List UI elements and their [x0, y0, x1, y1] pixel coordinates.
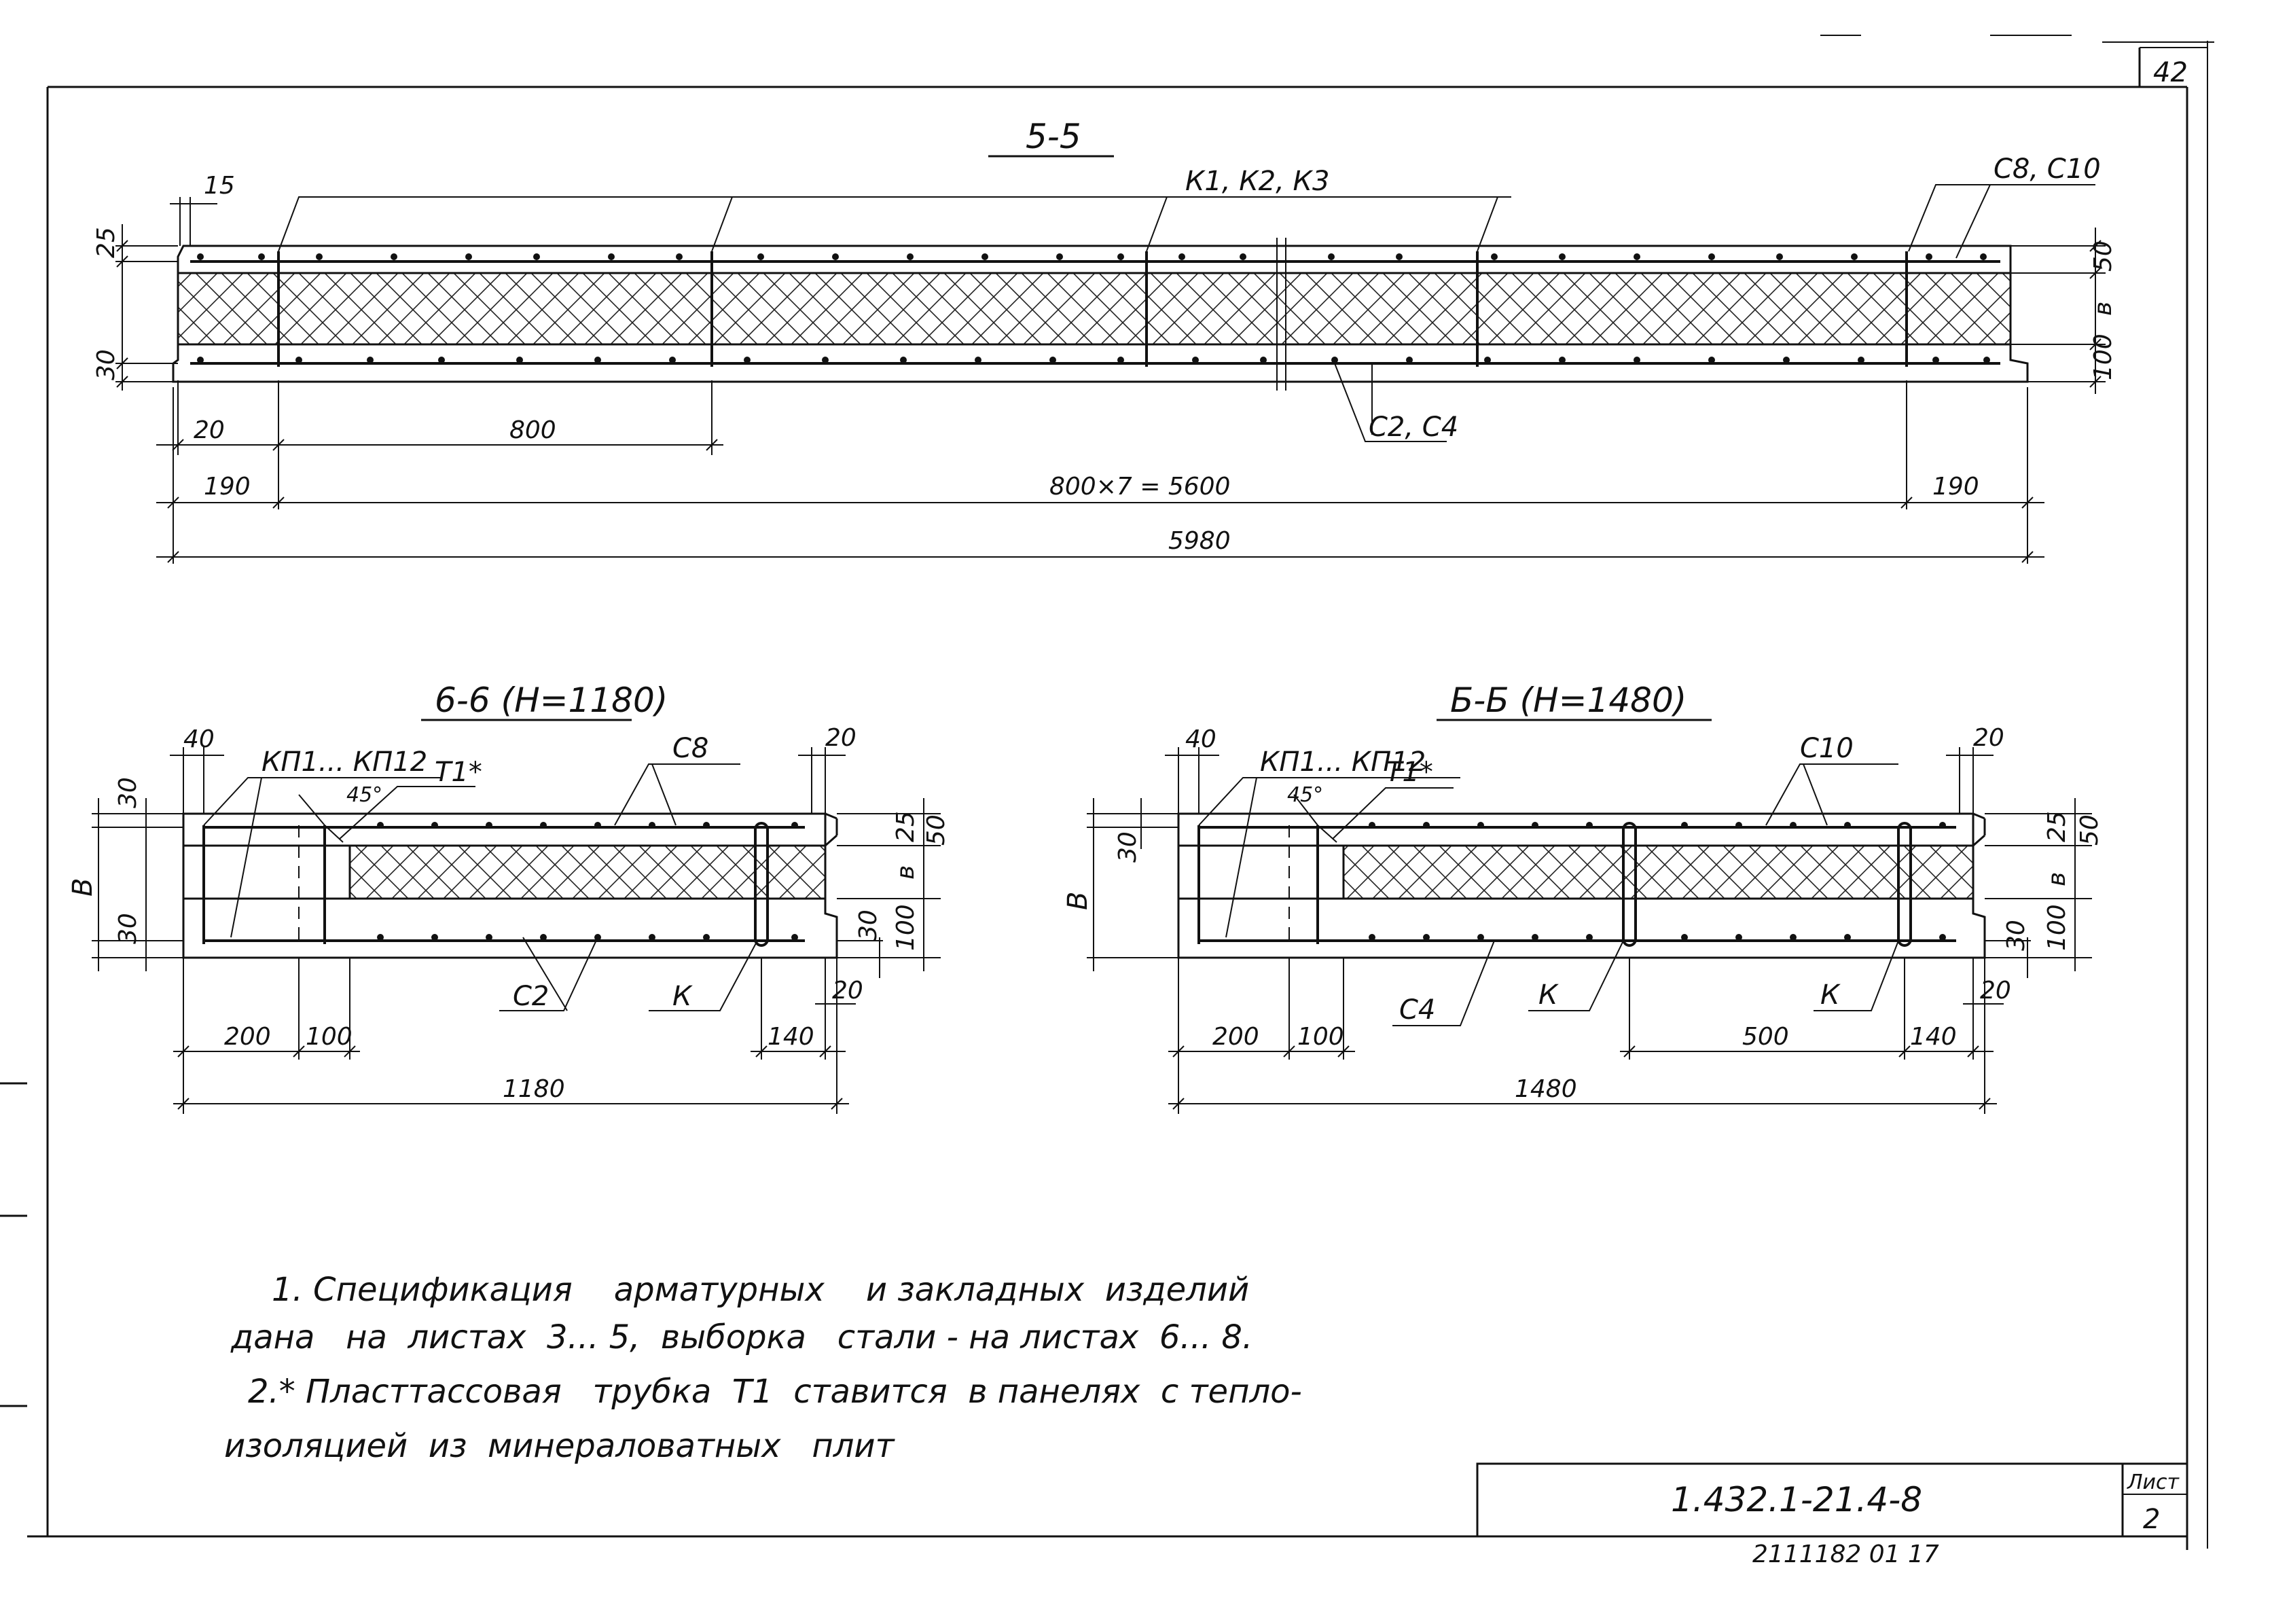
drawing-code: 1.432.1-21.4-8	[1671, 1480, 1922, 1519]
right-label-angle: 45°	[1287, 783, 1323, 807]
section-6-6-right-title: Б-Б (Н=1480)	[1450, 681, 1687, 720]
note-line-4: изоляцией из минераловатных плит	[224, 1427, 896, 1465]
section-6-6-left: 6-6 (Н=1180)	[67, 681, 950, 1114]
left-label-c8: С8	[672, 733, 708, 764]
left-dim-40: 40	[183, 725, 215, 753]
left-dim-30-bot: 30	[114, 913, 142, 944]
sheet-label: Лист	[2127, 1470, 2180, 1494]
right-label-t1: Т1*	[1386, 757, 1433, 788]
label-c8-c10: С8, С10	[1994, 154, 2101, 185]
note-line-2: дана на листах 3... 5, выборка стали - н…	[230, 1318, 1252, 1356]
right-dim-50: 50	[2076, 814, 2104, 846]
left-label-c2: С2	[513, 981, 549, 1012]
right-dim-40: 40	[1185, 725, 1216, 753]
left-dim-25: 25	[892, 811, 920, 842]
rebar-dots-bottom	[197, 357, 1990, 363]
dim-5600: 800×7 = 5600	[1049, 473, 1230, 501]
right-dims	[1087, 747, 2092, 1114]
right-dim-100: 100	[2043, 904, 2071, 951]
right-label-k1: К	[1538, 979, 1559, 1011]
left-dims	[92, 747, 941, 1114]
section-5-5-dims	[115, 197, 2106, 564]
left-dim-20-bot: 20	[832, 977, 863, 1005]
right-label-k2: К	[1820, 979, 1841, 1011]
right-dim-B: В	[1062, 892, 1094, 910]
right-label-kp: КП1... КП12	[1260, 746, 1426, 778]
dim-5980: 5980	[1168, 527, 1231, 555]
left-dim-30-r: 30	[854, 909, 882, 941]
dim-50: 50	[2089, 240, 2117, 272]
note-line-1: 1. Спецификация арматурных и закладных и…	[272, 1271, 1249, 1309]
dim-100: 100	[2089, 333, 2117, 380]
section-6-6-right: Б-Б (Н=1480)	[1062, 681, 2104, 1114]
right-leaders	[1198, 763, 1899, 1026]
rebar-lines	[190, 251, 2000, 367]
right-dim-30-r: 30	[2002, 920, 2030, 951]
right-dim-30: 30	[1114, 831, 1142, 863]
section-5-5-leaders	[278, 184, 2095, 442]
right-dim-25: 25	[2043, 811, 2071, 842]
insulation-left	[348, 844, 827, 900]
left-leaders	[203, 763, 758, 1011]
page-number: 42	[2153, 57, 2188, 88]
dim-20: 20	[194, 416, 225, 444]
rebar-dots-top	[197, 253, 1987, 260]
right-dim-v: в	[2043, 872, 2071, 886]
left-dim-30-top: 30	[114, 777, 142, 808]
label-k1-k2-k3: К1, К2, К3	[1185, 166, 1329, 197]
right-dim-200: 200	[1212, 1023, 1259, 1051]
dim-25: 25	[92, 227, 120, 258]
left-dim-v: в	[892, 865, 920, 880]
right-dim-140: 140	[1910, 1023, 1957, 1051]
left-dim-1180: 1180	[503, 1075, 565, 1103]
right-dim-20-top: 20	[1973, 724, 2004, 752]
right-dim-100-b: 100	[1297, 1023, 1344, 1051]
left-dim-B: В	[67, 878, 98, 897]
dim-190-left: 190	[204, 473, 251, 501]
note-line-3: 2.* Пласттассовая трубка Т1 ставится в п…	[248, 1373, 1302, 1411]
dim-190-right: 190	[1932, 473, 1979, 501]
insulation-layer	[177, 272, 2012, 346]
label-c2-c4: С2, С4	[1369, 412, 1458, 443]
left-dim-50: 50	[922, 814, 950, 846]
right-dim-500: 500	[1742, 1023, 1789, 1051]
section-5-5: 5-5	[92, 117, 2117, 564]
left-dim-100-b: 100	[306, 1023, 353, 1051]
dim-30: 30	[92, 349, 120, 380]
footer-stamp: 2111182 01 17	[1752, 1540, 1939, 1568]
left-dim-20-top: 20	[825, 724, 856, 752]
right-label-c4: С4	[1399, 994, 1435, 1026]
right-dim-1480: 1480	[1515, 1075, 1577, 1103]
left-dim-140: 140	[768, 1023, 814, 1051]
left-dim-100: 100	[892, 904, 920, 951]
left-rebar-dots	[377, 822, 798, 941]
dim-v: в	[2089, 302, 2117, 316]
section-5-5-title: 5-5	[1026, 117, 1081, 156]
sheet-frame	[0, 35, 2214, 1550]
left-label-k: К	[672, 981, 693, 1012]
right-rebar-dots	[1369, 822, 1946, 941]
left-dim-200: 200	[224, 1023, 271, 1051]
right-dim-20-bot: 20	[1980, 977, 2011, 1005]
dim-15: 15	[204, 172, 235, 200]
left-label-kp: КП1... КП12	[262, 746, 427, 778]
sheet-number: 2	[2143, 1504, 2160, 1535]
dim-800: 800	[509, 416, 556, 444]
left-label-angle: 45°	[346, 783, 382, 807]
right-label-c10: С10	[1800, 733, 1854, 764]
section-6-6-left-title: 6-6 (Н=1180)	[435, 681, 668, 720]
right-rebar	[1197, 822, 1956, 947]
notes: 1. Спецификация арматурных и закладных и…	[224, 1271, 1302, 1465]
insulation-right	[1342, 844, 1975, 900]
left-label-t1: Т1*	[435, 757, 482, 788]
